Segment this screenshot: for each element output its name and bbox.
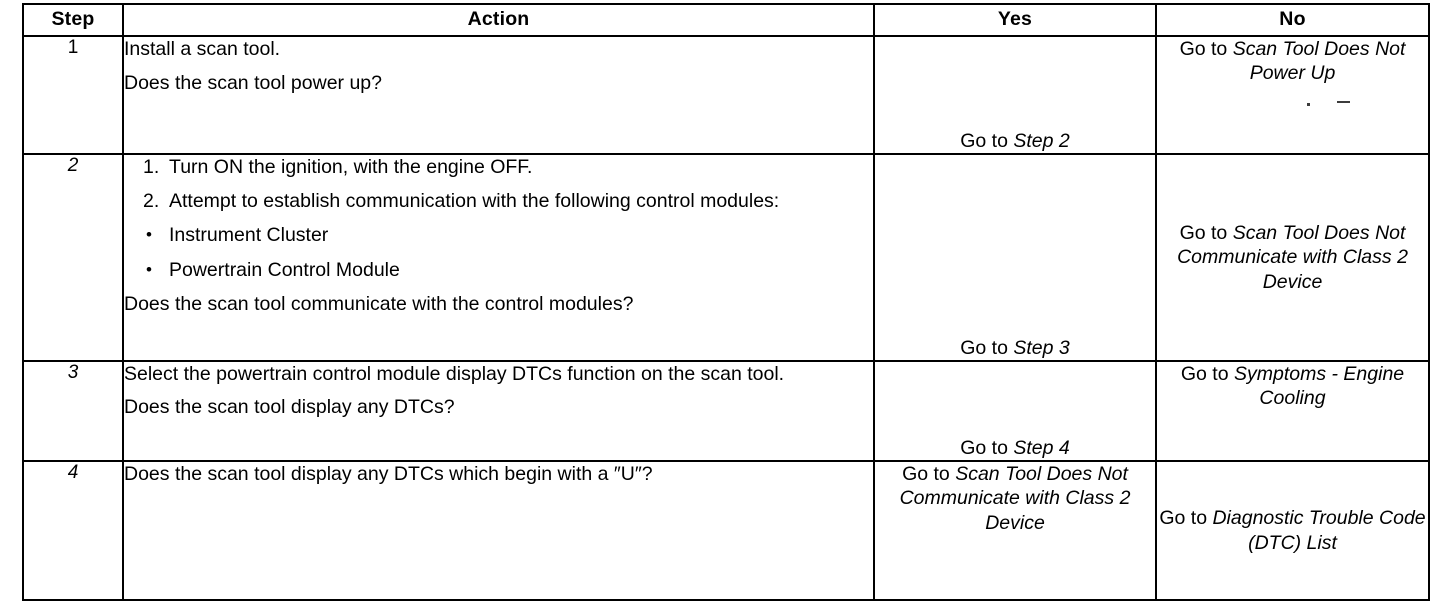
reference-title: Diagnostic Trouble Code (DTC) List [1212,507,1426,554]
goto-prefix: Go to [902,463,956,485]
goto-reference: Go to Step 2 [875,129,1155,153]
bullet-item-text: Instrument Cluster [169,224,329,247]
goto-reference: Go to Diagnostic Trouble Code (DTC) List [1157,506,1428,555]
column-header-action: Action [122,3,875,37]
reference-title: Step 2 [1013,129,1070,152]
goto-reference: Go to Scan Tool Does Not Communicate wit… [875,462,1155,535]
numbered-item-text: Turn ON the ignition, with the engine OF… [169,156,533,178]
yes-cell: Go to Step 4 [873,360,1157,462]
no-cell: Go to Symptoms - Engine Cooling [1155,360,1430,462]
bullet-item: • Powertrain Control Module [124,258,873,282]
table-row: 2 1. Turn ON the ignition, with the engi… [22,153,1430,362]
step-number: 3 [22,360,124,462]
goto-reference: Go to Step 3 [875,336,1155,360]
scan-artifact-dot [1307,103,1310,106]
reference-title: Step 4 [1013,436,1070,459]
goto-reference: Go to Scan Tool Does Not Communicate wit… [1157,221,1428,294]
bullet-icon: • [146,225,152,245]
list-marker: 2. [143,190,160,213]
step-number: 1 [22,35,124,155]
table-row: 1 Install a scan tool. Does the scan too… [22,35,1430,155]
bullet-item-text: Powertrain Control Module [169,258,400,281]
reference-title: Scan Tool Does Not Power Up [1232,38,1406,85]
bullet-icon: • [146,259,152,279]
action-cell: 1. Turn ON the ignition, with the engine… [122,153,875,362]
goto-prefix: Go to [960,129,1014,152]
yes-cell: Go to Scan Tool Does Not Communicate wit… [873,460,1157,601]
reference-title: Scan Tool Does Not Communicate with Clas… [1177,221,1408,293]
action-line: Does the scan tool power up? [124,72,382,95]
reference-title: Symptoms - Engine Cooling [1233,363,1405,410]
action-line: Does the scan tool display any DTCs whic… [124,463,653,485]
bullet-item: • Instrument Cluster [124,223,873,247]
goto-prefix: Go to [960,436,1014,459]
action-cell: Select the powertrain control module dis… [122,360,875,462]
scan-artifact-dash [1337,101,1350,103]
column-header-yes: Yes [873,3,1157,37]
column-header-no: No [1155,3,1430,37]
goto-prefix: Go to [1179,221,1233,244]
numbered-item-text: Attempt to establish communication with … [169,190,780,213]
action-cell: Does the scan tool display any DTCs whic… [122,460,875,601]
step-number: 2 [22,153,124,362]
goto-prefix: Go to [1180,363,1234,385]
goto-prefix: Go to [1159,507,1213,530]
goto-reference: Go to Step 4 [875,436,1155,460]
goto-prefix: Go to [960,336,1014,359]
table-body: 1 Install a scan tool. Does the scan too… [22,35,1430,601]
goto-reference: Go to Symptoms - Engine Cooling [1157,362,1428,411]
yes-cell: Go to Step 2 [873,35,1157,155]
numbered-item: 2. Attempt to establish communication wi… [124,189,873,213]
goto-prefix: Go to [1179,38,1233,60]
action-line: Does the scan tool communicate with the … [124,292,634,315]
list-marker: 1. [143,156,160,178]
goto-reference: Go to Scan Tool Does Not Power Up [1157,37,1428,86]
diagnostic-table: Step Action Yes No 1 Install a scan tool… [22,3,1430,601]
no-cell: Go to Diagnostic Trouble Code (DTC) List [1155,460,1430,601]
action-cell: Install a scan tool. Does the scan tool … [122,35,875,155]
reference-title: Scan Tool Does Not Communicate with Clas… [899,463,1131,534]
table-header: Step Action Yes No [22,3,1430,37]
table-row: 4 Does the scan tool display any DTCs wh… [22,460,1430,601]
numbered-item: 1. Turn ON the ignition, with the engine… [124,155,873,179]
table-row: 3 Select the powertrain control module d… [22,360,1430,462]
no-cell: Go to Scan Tool Does Not Power Up [1155,35,1430,155]
action-line: Select the powertrain control module dis… [124,363,785,385]
column-header-step: Step [22,3,124,37]
step-number: 4 [22,460,124,601]
yes-cell: Go to Step 3 [873,153,1157,362]
table-header-row: Step Action Yes No [22,3,1430,37]
no-cell: Go to Scan Tool Does Not Communicate wit… [1155,153,1430,362]
action-line: Does the scan tool display any DTCs? [124,396,455,419]
action-line: Install a scan tool. [124,38,281,60]
reference-title: Step 3 [1013,336,1070,359]
